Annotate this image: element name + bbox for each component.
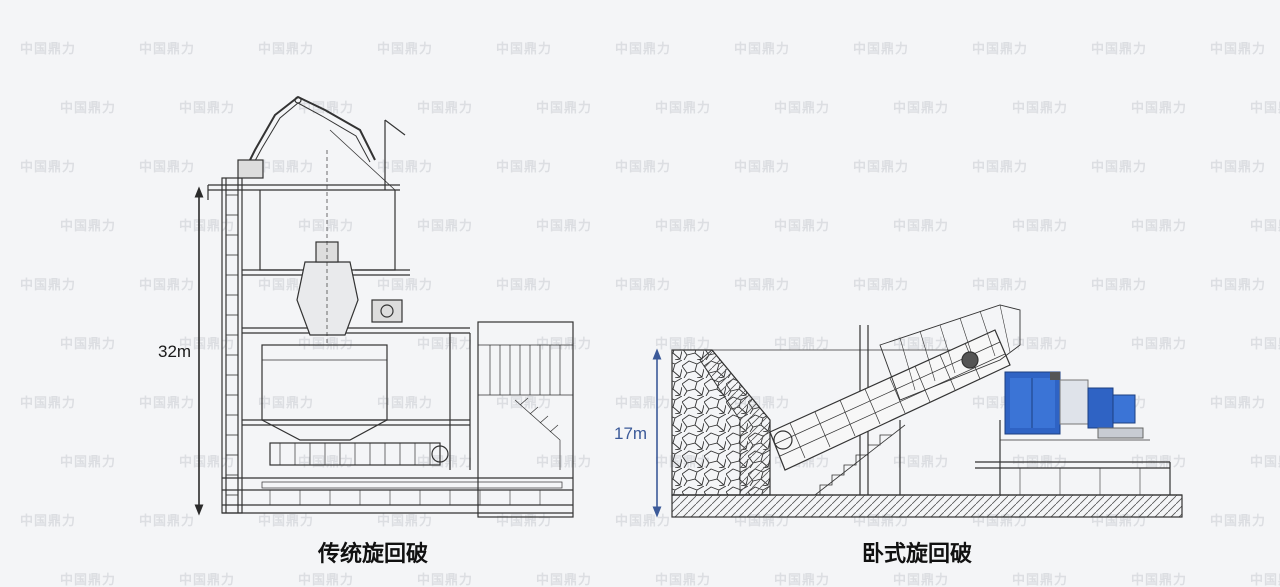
stairs (814, 424, 906, 496)
right-annex (477, 321, 574, 518)
foundation-slab (671, 494, 1183, 518)
ladder (226, 194, 238, 496)
left-caption: 传统旋回破 (318, 542, 429, 567)
crusher-motor (371, 299, 403, 323)
inclined-feeder (769, 329, 1011, 471)
horizontal-gyratory-crusher-unit (1004, 371, 1144, 439)
left-height-label: 32m (158, 342, 192, 361)
right-caption: 卧式旋回破 (862, 542, 973, 567)
gyratory-crusher-body (296, 261, 359, 336)
right-height-label: 17m (614, 424, 648, 443)
